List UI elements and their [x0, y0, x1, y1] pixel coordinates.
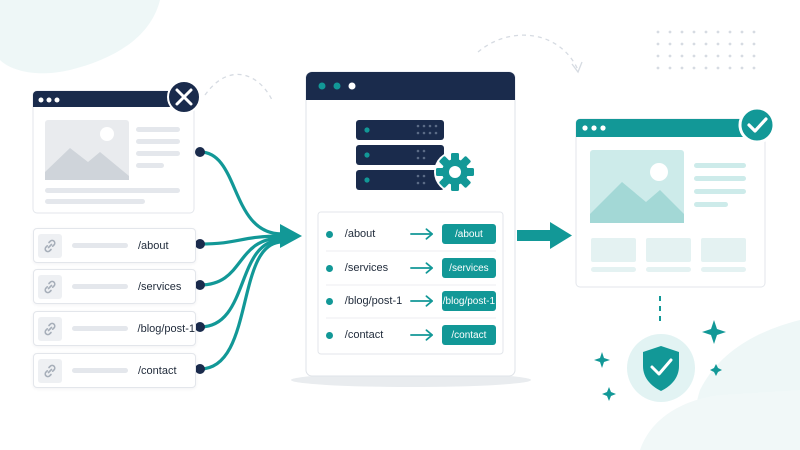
close-icon [167, 80, 201, 114]
broken-page-window [32, 90, 195, 214]
redirect-rule: /contact /contact [326, 323, 496, 347]
redirect-target: /contact [441, 325, 496, 345]
redirect-source: /services [344, 262, 389, 274]
old-url-label: /services [138, 280, 182, 293]
background-blob-bottom-right-2 [640, 390, 800, 450]
old-url-item: /blog/post-1 [33, 311, 196, 346]
redirect-source: /about [344, 228, 376, 240]
arrow-into-server [280, 224, 302, 248]
check-icon [738, 106, 776, 144]
rule-bullet [326, 264, 333, 272]
placeholder-bar [71, 326, 128, 331]
sparkle-icon [594, 320, 726, 401]
placeholder-bar [72, 243, 128, 248]
link-icon [38, 358, 62, 383]
shield-check-icon [627, 334, 695, 402]
placeholder-bar [72, 368, 128, 373]
link-icon [38, 274, 62, 299]
dot-grid [656, 30, 756, 70]
dashed-curve-right [477, 34, 579, 71]
old-url-item: /contact [33, 353, 196, 388]
redirect-rule: /about /about [326, 222, 496, 246]
redirect-target: /services [441, 258, 496, 278]
connector-dots [195, 147, 205, 374]
redirect-source: /contact [344, 329, 384, 341]
placeholder-bar [72, 284, 128, 289]
gear-icon [434, 151, 476, 193]
link-icon [38, 316, 62, 341]
arrow-right-icon [409, 329, 433, 341]
old-url-label: /contact [138, 364, 177, 377]
arrow-to-success [517, 222, 572, 249]
old-url-label: /about [138, 239, 169, 252]
redirect-target: /blog/post-1 [441, 291, 496, 311]
arrow-right-icon [409, 295, 433, 307]
link-icon [38, 233, 62, 258]
rule-bullet [326, 230, 333, 238]
old-url-item: /services [33, 269, 196, 304]
arrow-right-icon [409, 262, 433, 274]
redirect-target: /about [441, 224, 496, 244]
connector-lines [198, 150, 284, 371]
old-url-label: /blog/post-1 [137, 322, 195, 335]
redirect-rule: /services /services [326, 256, 496, 280]
dashed-curve-left [204, 73, 273, 101]
old-url-item: /about [33, 228, 196, 263]
rule-bullet [326, 331, 333, 339]
redirect-rule: /blog/post-1 /blog/post-1 [326, 289, 496, 313]
arrow-right-icon [409, 228, 433, 240]
redirect-source: /blog/post-1 [344, 295, 403, 307]
background-blob-top-left [0, 0, 160, 74]
dashed-curve-arrowhead [571, 61, 583, 74]
server-icon [356, 120, 444, 190]
rule-bullet [326, 297, 333, 305]
success-page-window [575, 118, 766, 288]
